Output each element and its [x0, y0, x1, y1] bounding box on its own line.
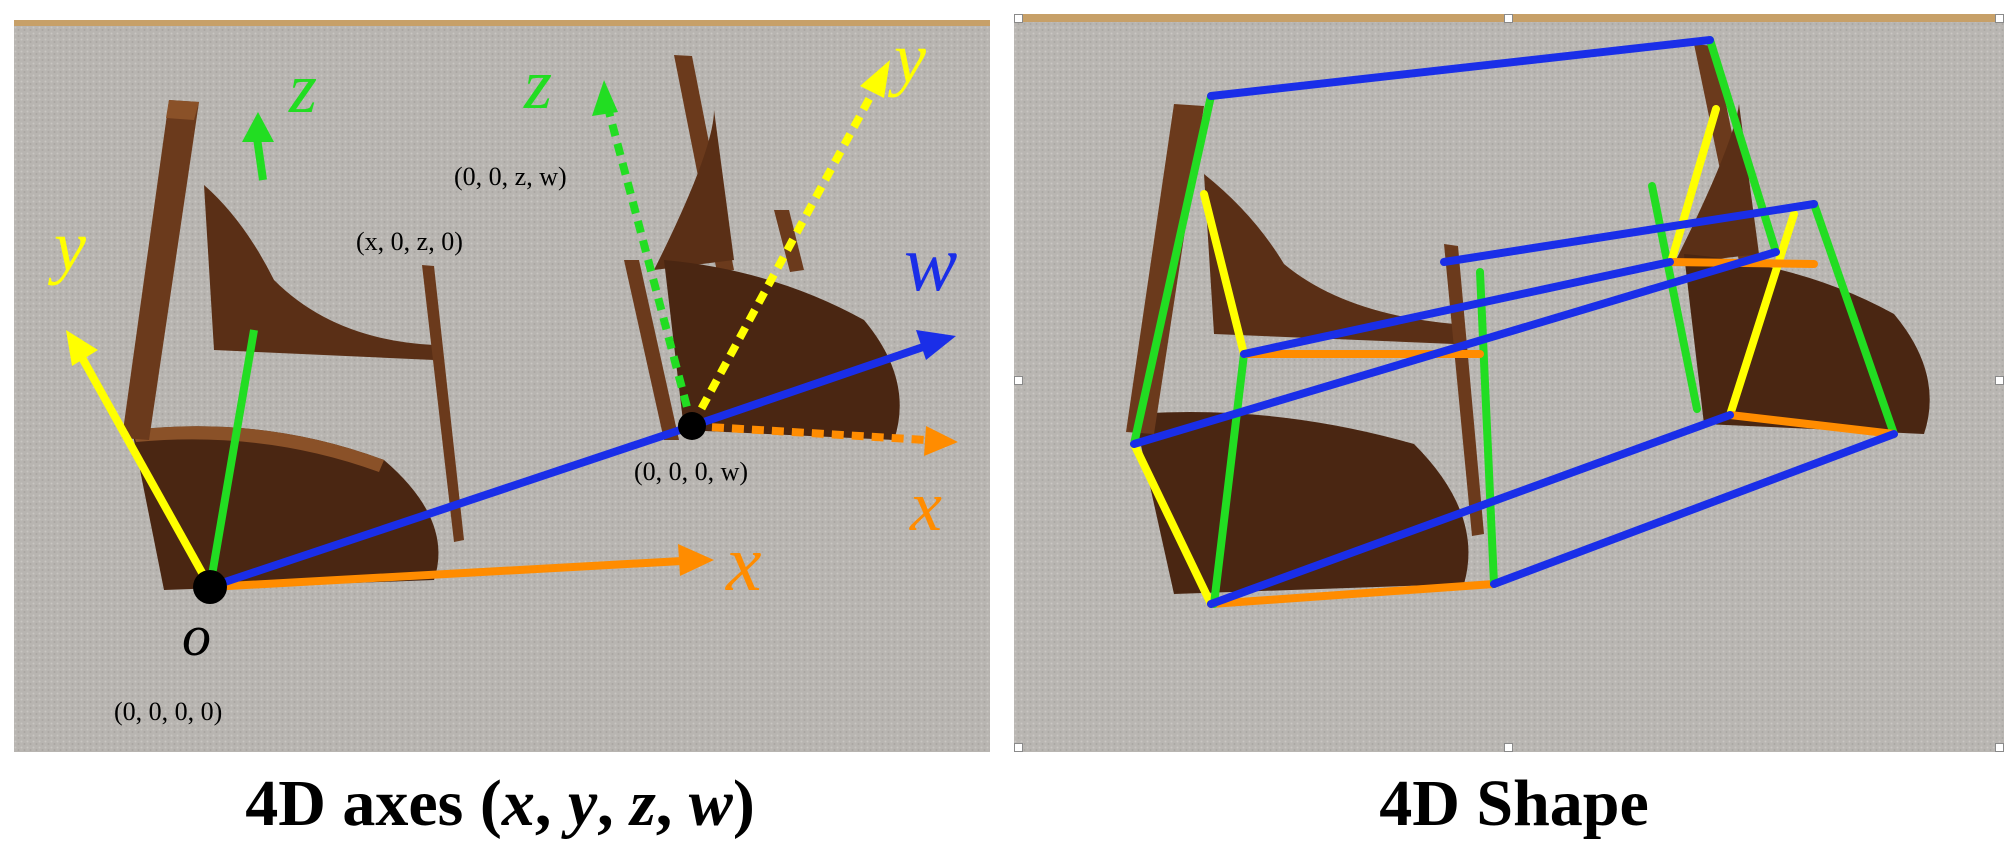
y-axis-line	[76, 352, 214, 589]
shape-wireframe	[1130, 36, 1898, 608]
w-axis-arrowhead	[916, 330, 956, 360]
y-dashed-arrowhead	[860, 60, 890, 98]
z-dashed-axis	[604, 106, 696, 428]
xz-point-coordinate: (x, 0, z, 0)	[356, 227, 463, 256]
edge-back-inner-post	[1648, 182, 1701, 413]
axes-w-point	[592, 60, 958, 456]
edge-front-y	[1130, 440, 1215, 608]
selection-handle-top-center[interactable]	[1504, 14, 1513, 23]
floor-strip	[14, 20, 990, 26]
selection-handle-bottom-right[interactable]	[1995, 743, 2004, 752]
y-label-origin: y	[47, 206, 86, 286]
caption-sep-1: ,	[534, 767, 568, 840]
edge-w-inner	[1240, 258, 1674, 358]
caption-sep-2: ,	[597, 767, 631, 840]
y-label-w: y	[887, 20, 926, 98]
origin-dot	[193, 570, 227, 604]
z-axis-arrowhead	[242, 112, 274, 142]
z-dashed-arrowhead	[592, 80, 618, 116]
x-label-w: x	[909, 466, 942, 546]
caption-var-z: z	[630, 767, 656, 840]
y-dashed-axis	[688, 88, 878, 428]
z-axis-line-upper	[253, 137, 267, 181]
y-axis-arrowhead	[66, 330, 98, 366]
stools-right	[1126, 44, 1930, 594]
w-label: w	[904, 220, 957, 308]
caption-var-x: x	[501, 767, 535, 840]
w-point-coordinate: (0, 0, 0, w)	[634, 457, 748, 486]
edge-back-x-bottom	[1726, 411, 1898, 438]
edge-front-upper-y	[1200, 190, 1248, 358]
w-point-dot	[678, 412, 706, 440]
right-photo[interactable]	[1014, 14, 2004, 752]
caption-suffix: )	[732, 767, 755, 840]
z-label-w: z	[523, 44, 552, 124]
selection-handle-middle-left[interactable]	[1014, 376, 1023, 385]
x-label-origin: x	[725, 520, 762, 608]
origin-coordinate: (0, 0, 0, 0)	[114, 697, 222, 726]
right-panel: 4D Shape	[1014, 0, 2014, 854]
edge-w-top	[1207, 36, 1714, 100]
edge-back-y-lower	[1726, 210, 1798, 419]
edge-front-right-post	[1476, 268, 1498, 588]
left-panel: z y x z y w x o (0, 0, 0, 0) (x, 0, z, 0…	[0, 0, 1000, 854]
w-axis-line-ext	[690, 341, 931, 430]
edge-back-right-post	[1810, 200, 1898, 438]
selection-handle-top-right[interactable]	[1995, 14, 2004, 23]
zw-point-coordinate: (0, 0, z, w)	[454, 162, 567, 191]
caption-sep-3: ,	[655, 767, 689, 840]
caption-var-y: y	[567, 767, 598, 840]
edge-w-bottom-right	[1490, 430, 1898, 588]
edge-front-left-post	[1130, 92, 1215, 448]
stool-front	[122, 100, 464, 590]
z-axis-segment	[206, 329, 258, 588]
origin-letter: o	[182, 603, 211, 668]
selection-handle-bottom-left[interactable]	[1014, 743, 1023, 752]
w-axis-line	[208, 422, 694, 591]
selection-handle-bottom-center[interactable]	[1504, 743, 1513, 752]
edge-w-middle	[1130, 248, 1780, 448]
edge-back-y-upper	[1668, 105, 1720, 263]
selection-handle-top-left[interactable]	[1014, 14, 1023, 23]
axes-origin	[66, 112, 956, 591]
right-caption: 4D Shape	[1379, 767, 1649, 840]
left-photo: z y x z y w x o (0, 0, 0, 0) (x, 0, z, 0…	[14, 20, 990, 752]
edge-front-x-bottom	[1207, 580, 1498, 608]
caption-var-w: w	[688, 767, 733, 840]
edge-w-upper-right	[1440, 200, 1818, 266]
shape-diagram-svg	[1014, 14, 2004, 752]
left-caption: 4D axes (x, y, z, w)	[0, 766, 1000, 842]
z-label-origin: z	[288, 48, 317, 128]
edge-w-bottom-left	[1207, 411, 1734, 608]
x-dashed-arrowhead	[924, 426, 958, 456]
edge-back-post	[1706, 36, 1780, 256]
caption-prefix: 4D axes (	[245, 767, 502, 840]
x-axis-line	[209, 557, 683, 591]
edge-front-inner-post	[1210, 350, 1248, 608]
axes-diagram-svg: z y x z y w x o (0, 0, 0, 0) (x, 0, z, 0…	[14, 20, 990, 752]
x-axis-arrowhead	[678, 544, 714, 576]
selection-handle-middle-right[interactable]	[1995, 376, 2004, 385]
